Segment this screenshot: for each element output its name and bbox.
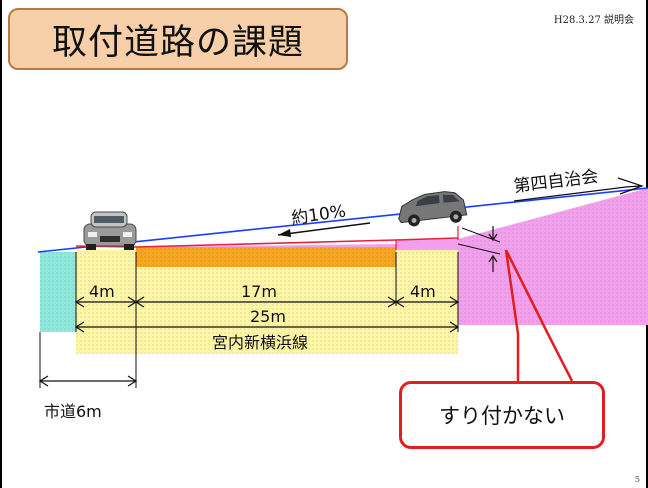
callout-pointer-right (504, 249, 574, 382)
lane-dim-head-3 (134, 296, 145, 308)
car-icon (398, 191, 468, 227)
lane-right-label: 4m (410, 282, 436, 301)
slope-arrow-line (277, 222, 371, 236)
title-box: 取付道路の課題 (8, 8, 348, 70)
callout-box: すり付かない (399, 381, 605, 449)
road-name-label: 宮内新横浜線 (212, 333, 309, 352)
existing-ground-line (37, 187, 648, 253)
arrow-icon (278, 229, 291, 237)
embankment-texture (458, 188, 648, 325)
carriageway-texture (136, 247, 396, 267)
city-dim-head-right (127, 375, 138, 387)
district-arrow-head (617, 177, 644, 195)
page-number: 5 (634, 475, 640, 484)
city-road-texture (40, 252, 76, 332)
height-ref-lower (457, 243, 501, 255)
city-road-label: 市道6m (44, 402, 102, 421)
lane-dim-head-5 (394, 296, 405, 308)
total-dim-head-left (74, 321, 85, 333)
height-arrow-top-head (488, 233, 498, 242)
lane-left-label: 4m (89, 282, 115, 301)
car-icon (83, 211, 137, 250)
header-note: H28.3.27 説明会 (553, 15, 634, 26)
lane-dim-head-1 (74, 296, 85, 308)
city-dim-head-left (38, 375, 49, 387)
total-width-label: 25m (250, 307, 286, 326)
slide-title: 取付道路の課題 (51, 22, 304, 63)
lane-dim-head-6 (449, 296, 460, 308)
total-dim-head-right (449, 321, 460, 333)
carriageway-label: 17m (241, 282, 277, 301)
callout-pointer-left (504, 249, 520, 381)
height-arrow-bottom-head (488, 254, 498, 263)
callout-text: すり付かない (439, 404, 565, 428)
district-underline (513, 185, 641, 202)
